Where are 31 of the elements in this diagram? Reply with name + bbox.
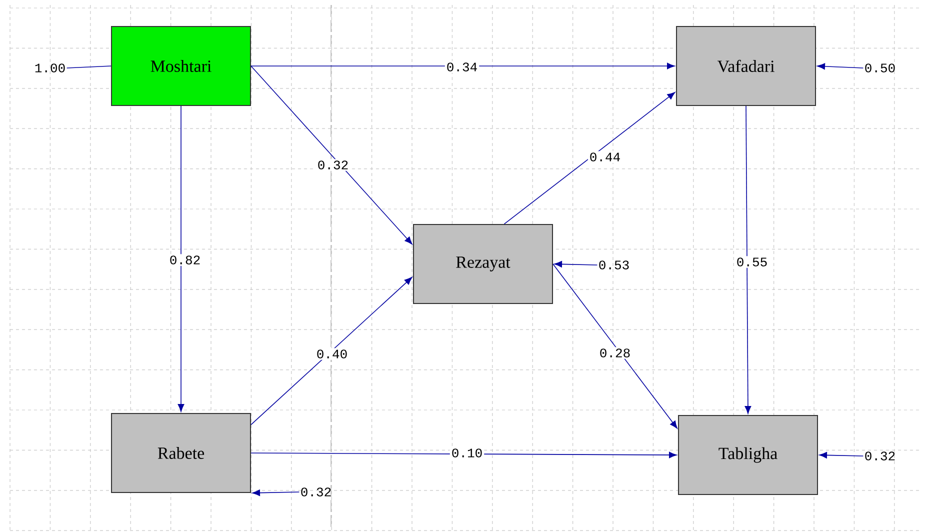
- path-arrow: [744, 106, 752, 414]
- path-arrow: [250, 277, 412, 426]
- path-arrow: [504, 92, 676, 224]
- path-arrow: [552, 264, 678, 429]
- path-arrow: [250, 62, 675, 70]
- path-arrow: [252, 490, 300, 496]
- error-value: 0.32: [865, 452, 895, 460]
- variable-box: Rezayat: [413, 224, 553, 304]
- path-arrow: [250, 452, 677, 458]
- path-arrow: [817, 63, 864, 70]
- edge-label: 0.32: [316, 159, 350, 171]
- error-value: 0.32: [301, 488, 331, 496]
- edge-label: 0.40: [314, 348, 350, 360]
- path-arrow: [250, 66, 412, 244]
- error-value: 0.50: [865, 64, 895, 72]
- path-arrow: [819, 452, 864, 458]
- path-line: [66, 66, 112, 68]
- variable-box: Vafadari: [676, 26, 816, 106]
- edge-label: 0.44: [588, 151, 622, 163]
- edge-label: 0.10: [450, 447, 484, 459]
- edge-label: 0.28: [598, 347, 632, 359]
- edge-label: 0.55: [734, 256, 770, 268]
- error-value: 0.53: [599, 260, 629, 270]
- path-arrow: [178, 106, 184, 412]
- error-value: 1.00: [35, 64, 65, 72]
- path-arrow: [554, 261, 598, 268]
- edge-label: 0.82: [168, 254, 202, 266]
- variable-box: Rabete: [111, 413, 251, 493]
- variable-box: Moshtari: [111, 26, 251, 106]
- edge-label: 0.34: [444, 61, 480, 73]
- variable-box: Tabligha: [678, 415, 818, 495]
